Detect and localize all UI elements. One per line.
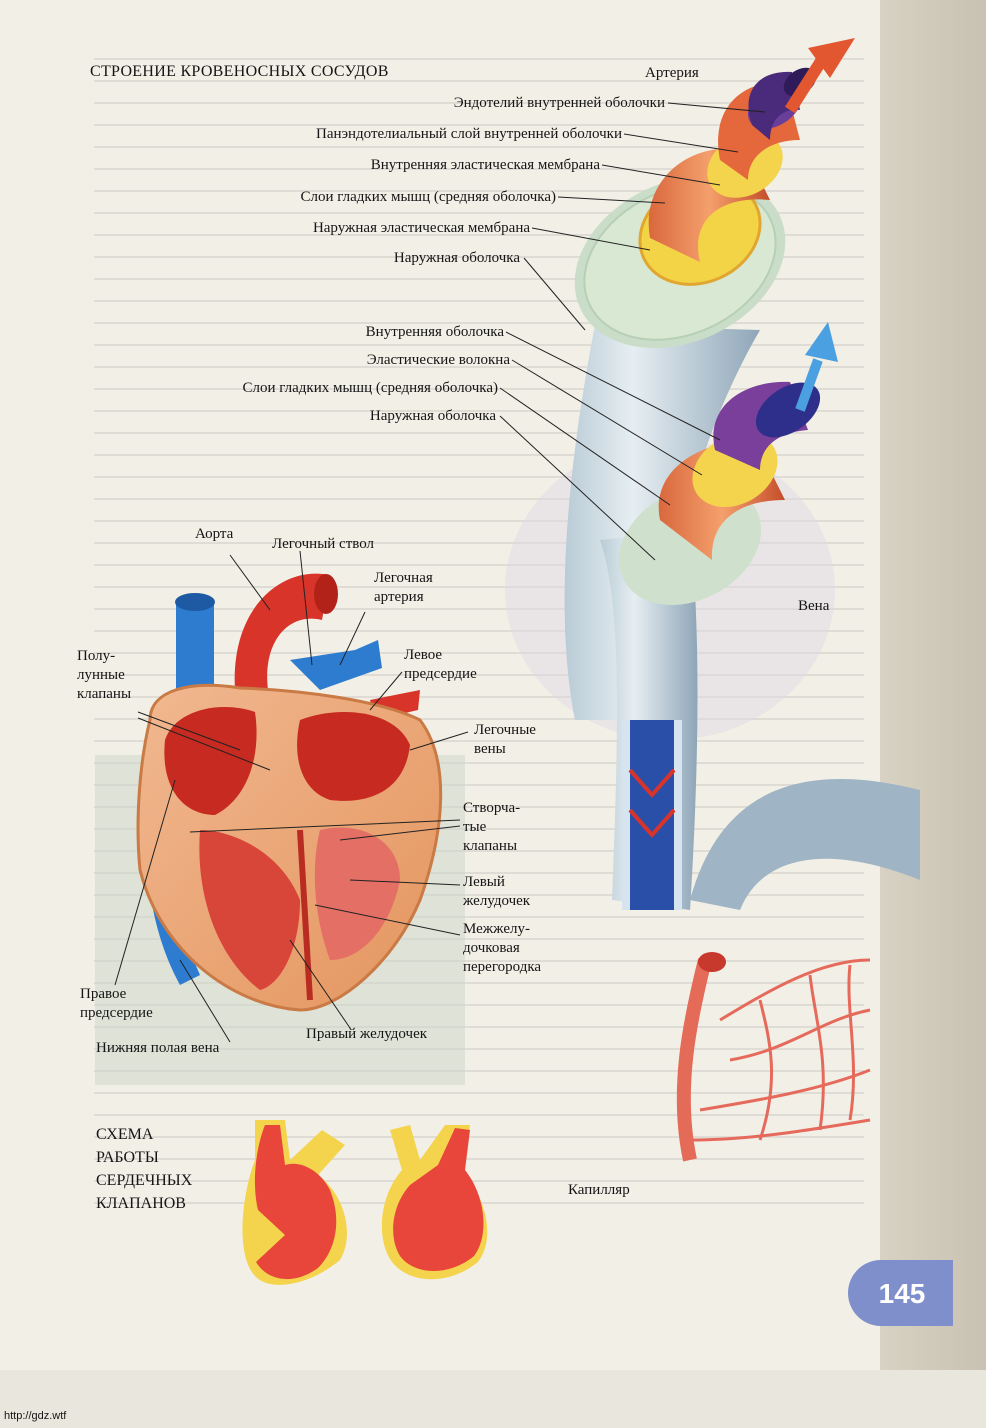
artery-layer-label: Внутренняя эластическая мембрана bbox=[370, 157, 600, 173]
right-ventricle-label: Правый желудочек bbox=[306, 1026, 428, 1042]
vein-layer-label: Внутренняя оболочка bbox=[365, 324, 504, 340]
vein-label: Вена bbox=[798, 598, 830, 614]
capillary-network bbox=[676, 952, 871, 1162]
artery-layer-label: Панэндотелиальный слой внутренней оболоч… bbox=[316, 126, 622, 142]
leader-lines bbox=[114, 102, 766, 1043]
page-title: СТРОЕНИЕ КРОВЕНОСНЫХ СОСУДОВ bbox=[90, 63, 389, 80]
valve-schema-left bbox=[242, 1120, 347, 1285]
artery-illustration bbox=[564, 38, 855, 720]
pulmonary-trunk-label: Легочный ствол bbox=[272, 536, 375, 552]
heart-illustration bbox=[136, 573, 443, 1012]
artery-label: Артерия bbox=[645, 65, 699, 81]
vein-layer-label: Слои гладких мышц (средняя оболочка) bbox=[242, 380, 498, 396]
page-number-tab bbox=[848, 1260, 953, 1326]
artery-layer-label: Эндотелий внутренней оболочки bbox=[453, 95, 665, 111]
inferior-vena-cava-label: Нижняя полая вена bbox=[96, 1040, 220, 1056]
artery-layer-label: Наружная оболочка bbox=[393, 250, 520, 266]
aorta-label: Аорта bbox=[195, 526, 234, 542]
vein-layer-label: Наружная оболочка bbox=[369, 408, 496, 424]
footer-url[interactable]: http://gdz.wtf bbox=[4, 1410, 67, 1422]
page-edge bbox=[880, 0, 986, 1370]
page-number: 145 bbox=[878, 1278, 926, 1309]
artery-layer-label: Наружная эластическая мембрана bbox=[312, 220, 530, 236]
vein-layer-label: Эластические волокна bbox=[366, 352, 510, 368]
vein-illustration bbox=[600, 322, 920, 910]
capillary-label: Капилляр bbox=[568, 1182, 630, 1198]
valve-schema-right bbox=[381, 1125, 488, 1280]
artery-layer-label: Слои гладких мышц (средняя оболочка) bbox=[300, 189, 556, 205]
